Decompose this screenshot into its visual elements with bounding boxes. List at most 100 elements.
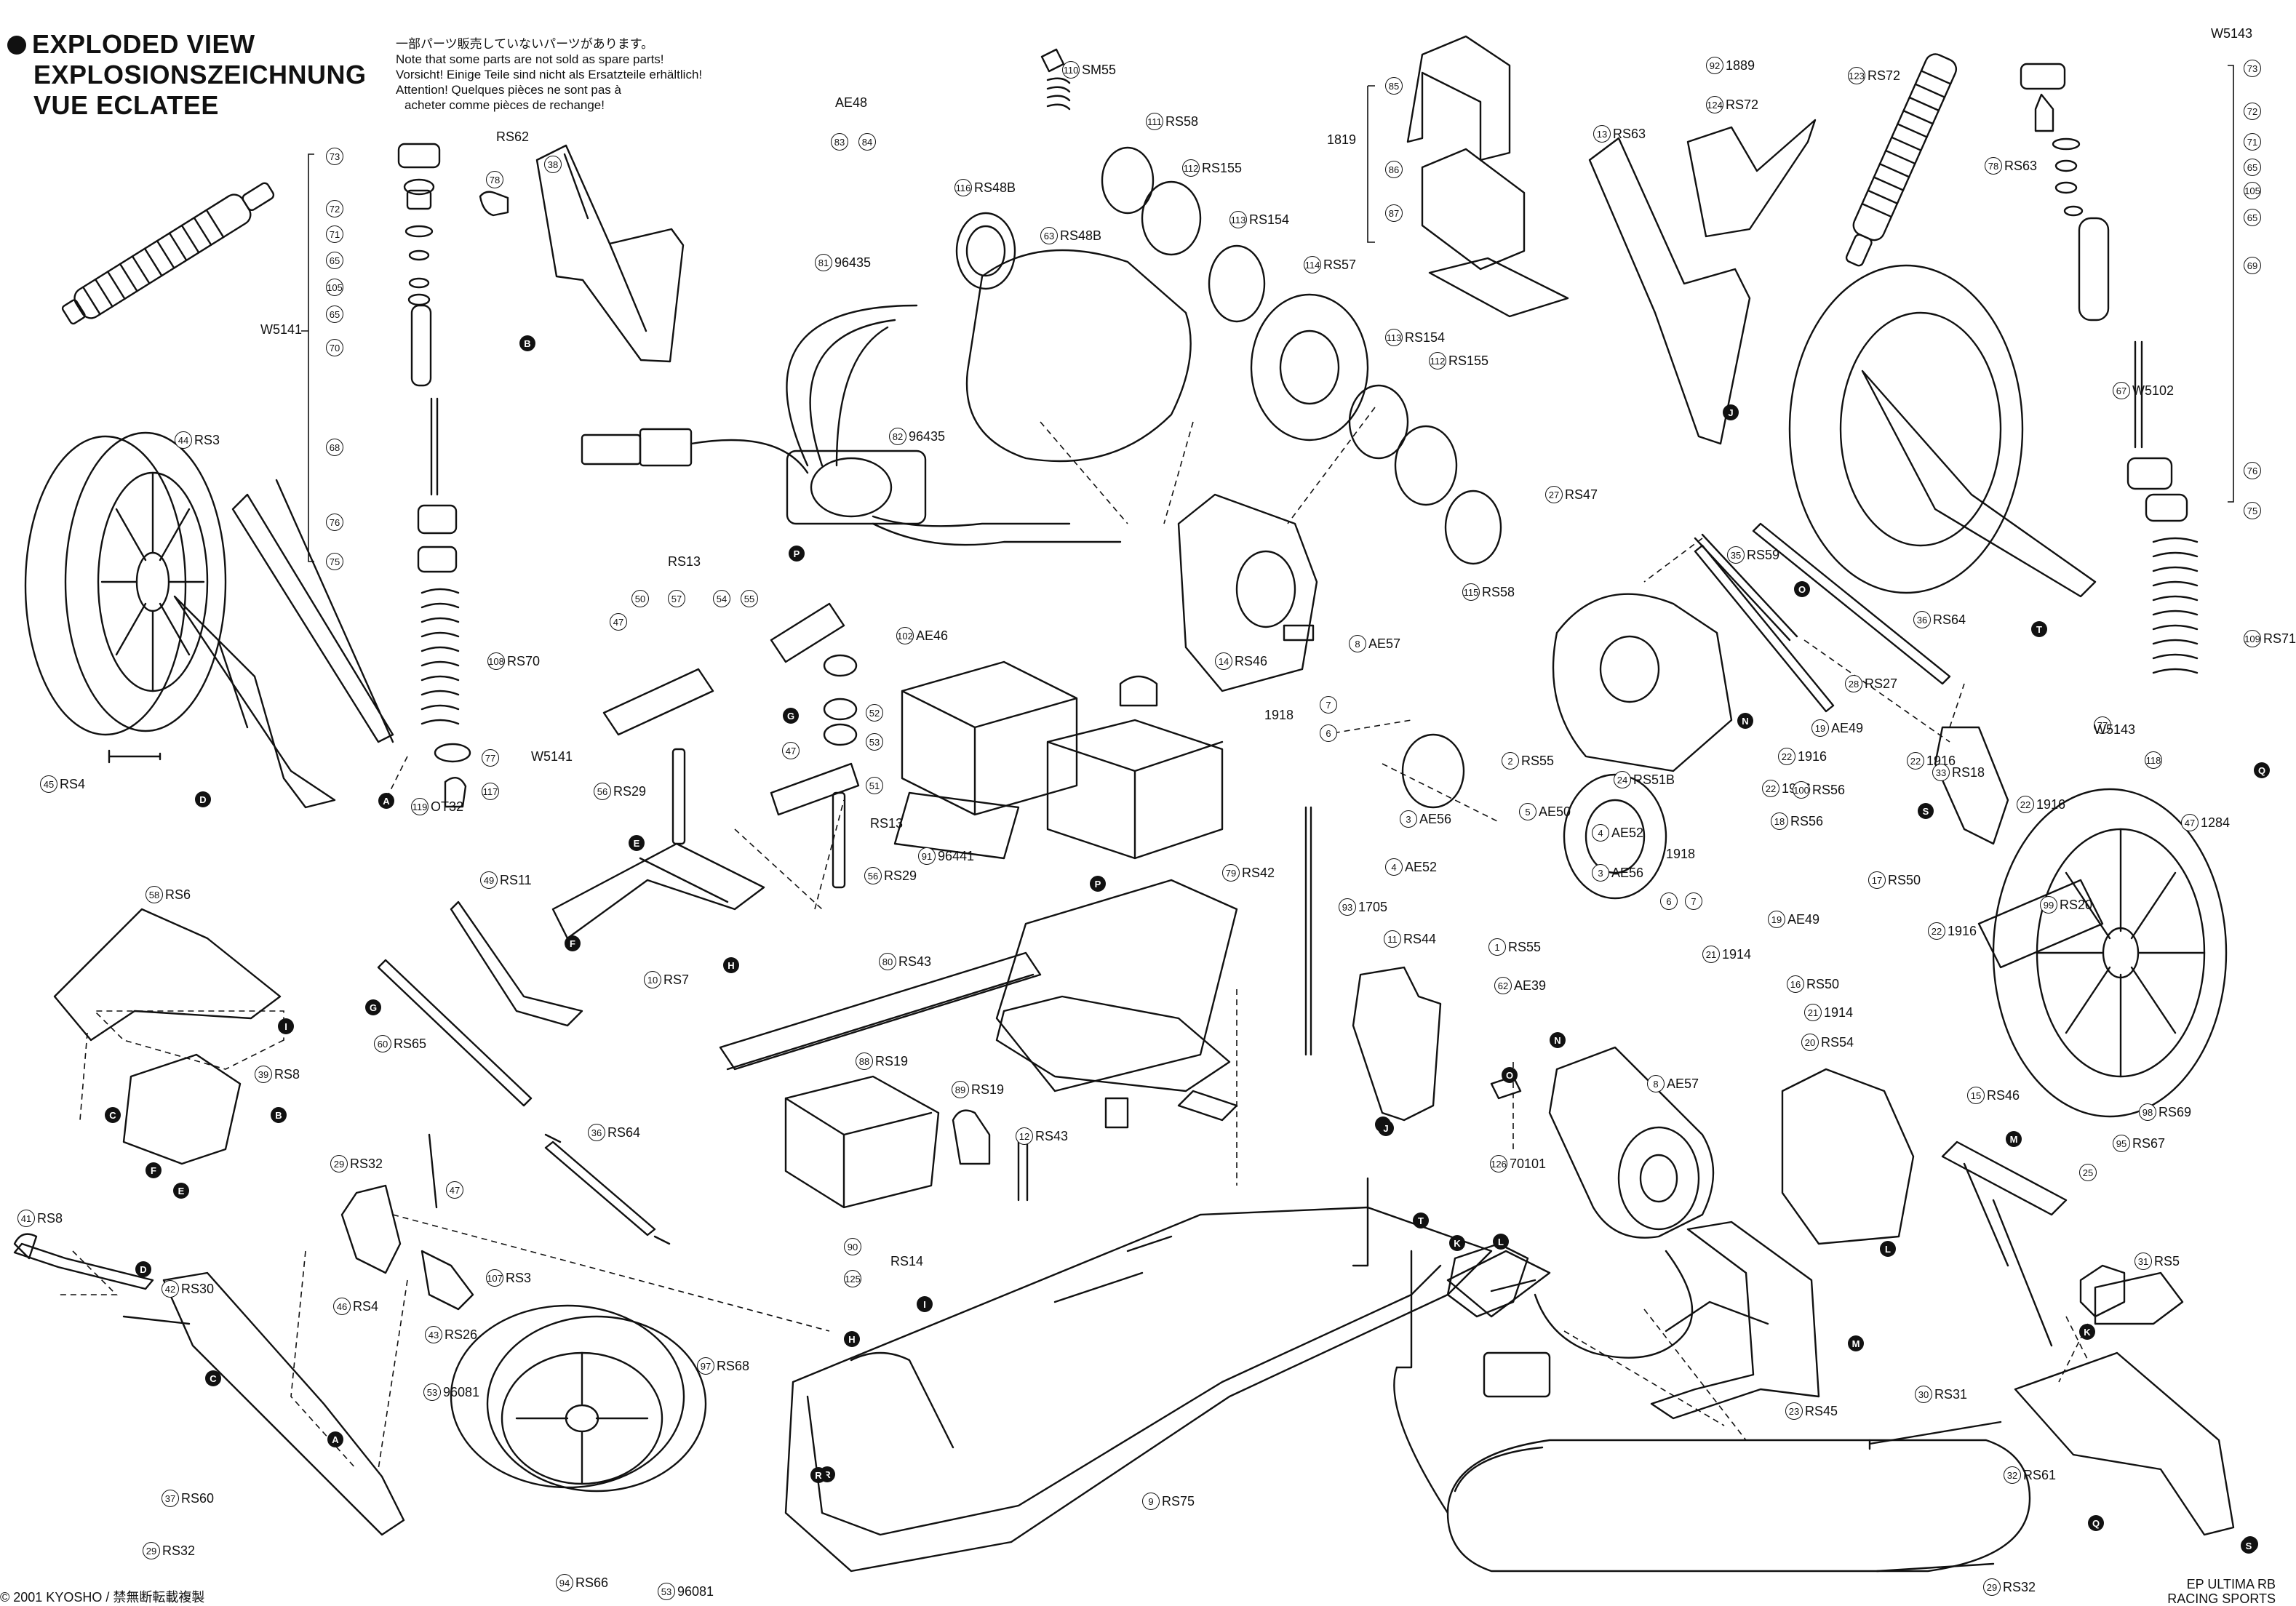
center-gearbox <box>1177 493 1318 692</box>
part-callout: 105 <box>2244 182 2263 199</box>
part-callout: 54 <box>713 590 733 607</box>
part-number: 78 <box>486 171 503 188</box>
part-number: 1 <box>1488 938 1506 956</box>
part-callout: 7 <box>1320 696 1339 714</box>
part-code: RS42 <box>1242 865 1275 880</box>
part-callout: 73 <box>326 148 346 165</box>
part-number: 11 <box>1384 930 1401 948</box>
part-number: 94 <box>556 1574 573 1591</box>
part-number: 82 <box>889 428 906 445</box>
front-lower-arm-left <box>162 1271 405 1536</box>
front-left-wheel <box>24 431 227 736</box>
part-number: 119 <box>411 798 428 815</box>
part-code: RS26 <box>445 1327 478 1342</box>
part-number: 16 <box>1787 975 1804 993</box>
part-code: RS68 <box>717 1358 750 1373</box>
part-number: 67 <box>2113 382 2130 399</box>
part-code: RS46 <box>1235 653 1268 668</box>
part-code: 1914 <box>1722 946 1752 962</box>
part-number: 89 <box>952 1081 969 1098</box>
note-line: 一部パーツ販売していないパーツがあります。 <box>396 37 654 51</box>
part-number: 47 <box>782 742 800 759</box>
suspension-pin <box>13 1242 191 1325</box>
part-code: RS55 <box>1508 939 1542 954</box>
part-number: 56 <box>594 783 611 800</box>
connection-marker: O <box>1794 581 1810 597</box>
part-number: 6 <box>1320 724 1337 742</box>
part-code: RS75 <box>1162 1493 1195 1509</box>
connection-marker: R <box>810 1467 826 1483</box>
part-code: RS64 <box>607 1124 641 1140</box>
front-skid-plate <box>53 908 282 1042</box>
part-code: RS20 <box>2060 897 2093 912</box>
part-code: AE56 <box>1611 865 1644 880</box>
part-callout: 65 <box>326 305 346 323</box>
part-code: AE52 <box>1611 825 1644 840</box>
part-number: 13 <box>1593 125 1611 143</box>
bullet-icon <box>7 36 26 55</box>
part-number: 41 <box>17 1210 35 1227</box>
part-callout: 75 <box>326 553 346 570</box>
part-code: RS154 <box>1249 212 1290 227</box>
part-code: RS5 <box>2154 1253 2180 1269</box>
part-number: 18 <box>1771 812 1788 830</box>
part-code: RS50 <box>1806 976 1840 991</box>
part-number: 108 <box>487 652 505 670</box>
part-number: 8 <box>1647 1075 1665 1092</box>
part-number: 47 <box>446 1181 463 1199</box>
part-number: 29 <box>330 1155 348 1172</box>
part-number: 73 <box>2244 60 2261 77</box>
part-code: AE57 <box>1667 1076 1699 1091</box>
part-number: 113 <box>1229 211 1247 228</box>
part-number: 95 <box>2113 1135 2130 1152</box>
connection-marker: Q <box>2254 762 2270 778</box>
part-number: 77 <box>2094 716 2111 734</box>
part-callout: 65 <box>2244 209 2263 226</box>
connection-marker: M <box>2006 1131 2022 1147</box>
part-number: 84 <box>858 133 876 151</box>
part-callout: 87 <box>1385 204 1405 222</box>
connection-marker: T <box>1413 1213 1429 1229</box>
part-number: 109 <box>2244 630 2261 647</box>
electric-motor <box>1490 1046 1715 1359</box>
part-callout: 72 <box>2244 103 2263 120</box>
connection-marker: K <box>2079 1324 2095 1340</box>
part-number: 83 <box>831 133 848 151</box>
part-code: RS48B <box>1060 228 1102 243</box>
note-line: Note that some parts are not sold as spa… <box>396 52 664 66</box>
part-number: 72 <box>2244 103 2261 120</box>
part-number: 45 <box>40 775 57 793</box>
part-number: 58 <box>146 886 163 903</box>
part-number: 53 <box>658 1583 675 1600</box>
connection-marker: F <box>146 1162 162 1178</box>
part-code: RS45 <box>1805 1403 1838 1418</box>
spare-parts-note: 一部パーツ販売していないパーツがあります。 Note that some par… <box>396 36 702 113</box>
model-line-2: RACING SPORTS <box>2167 1591 2276 1606</box>
part-code: RS3 <box>506 1270 532 1285</box>
part-number: 42 <box>162 1280 179 1298</box>
title-line-1: EXPLODED VIEW <box>32 29 255 59</box>
part-number: 71 <box>326 225 343 243</box>
part-number: 98 <box>2139 1103 2156 1121</box>
connection-marker: Q <box>2088 1515 2104 1531</box>
